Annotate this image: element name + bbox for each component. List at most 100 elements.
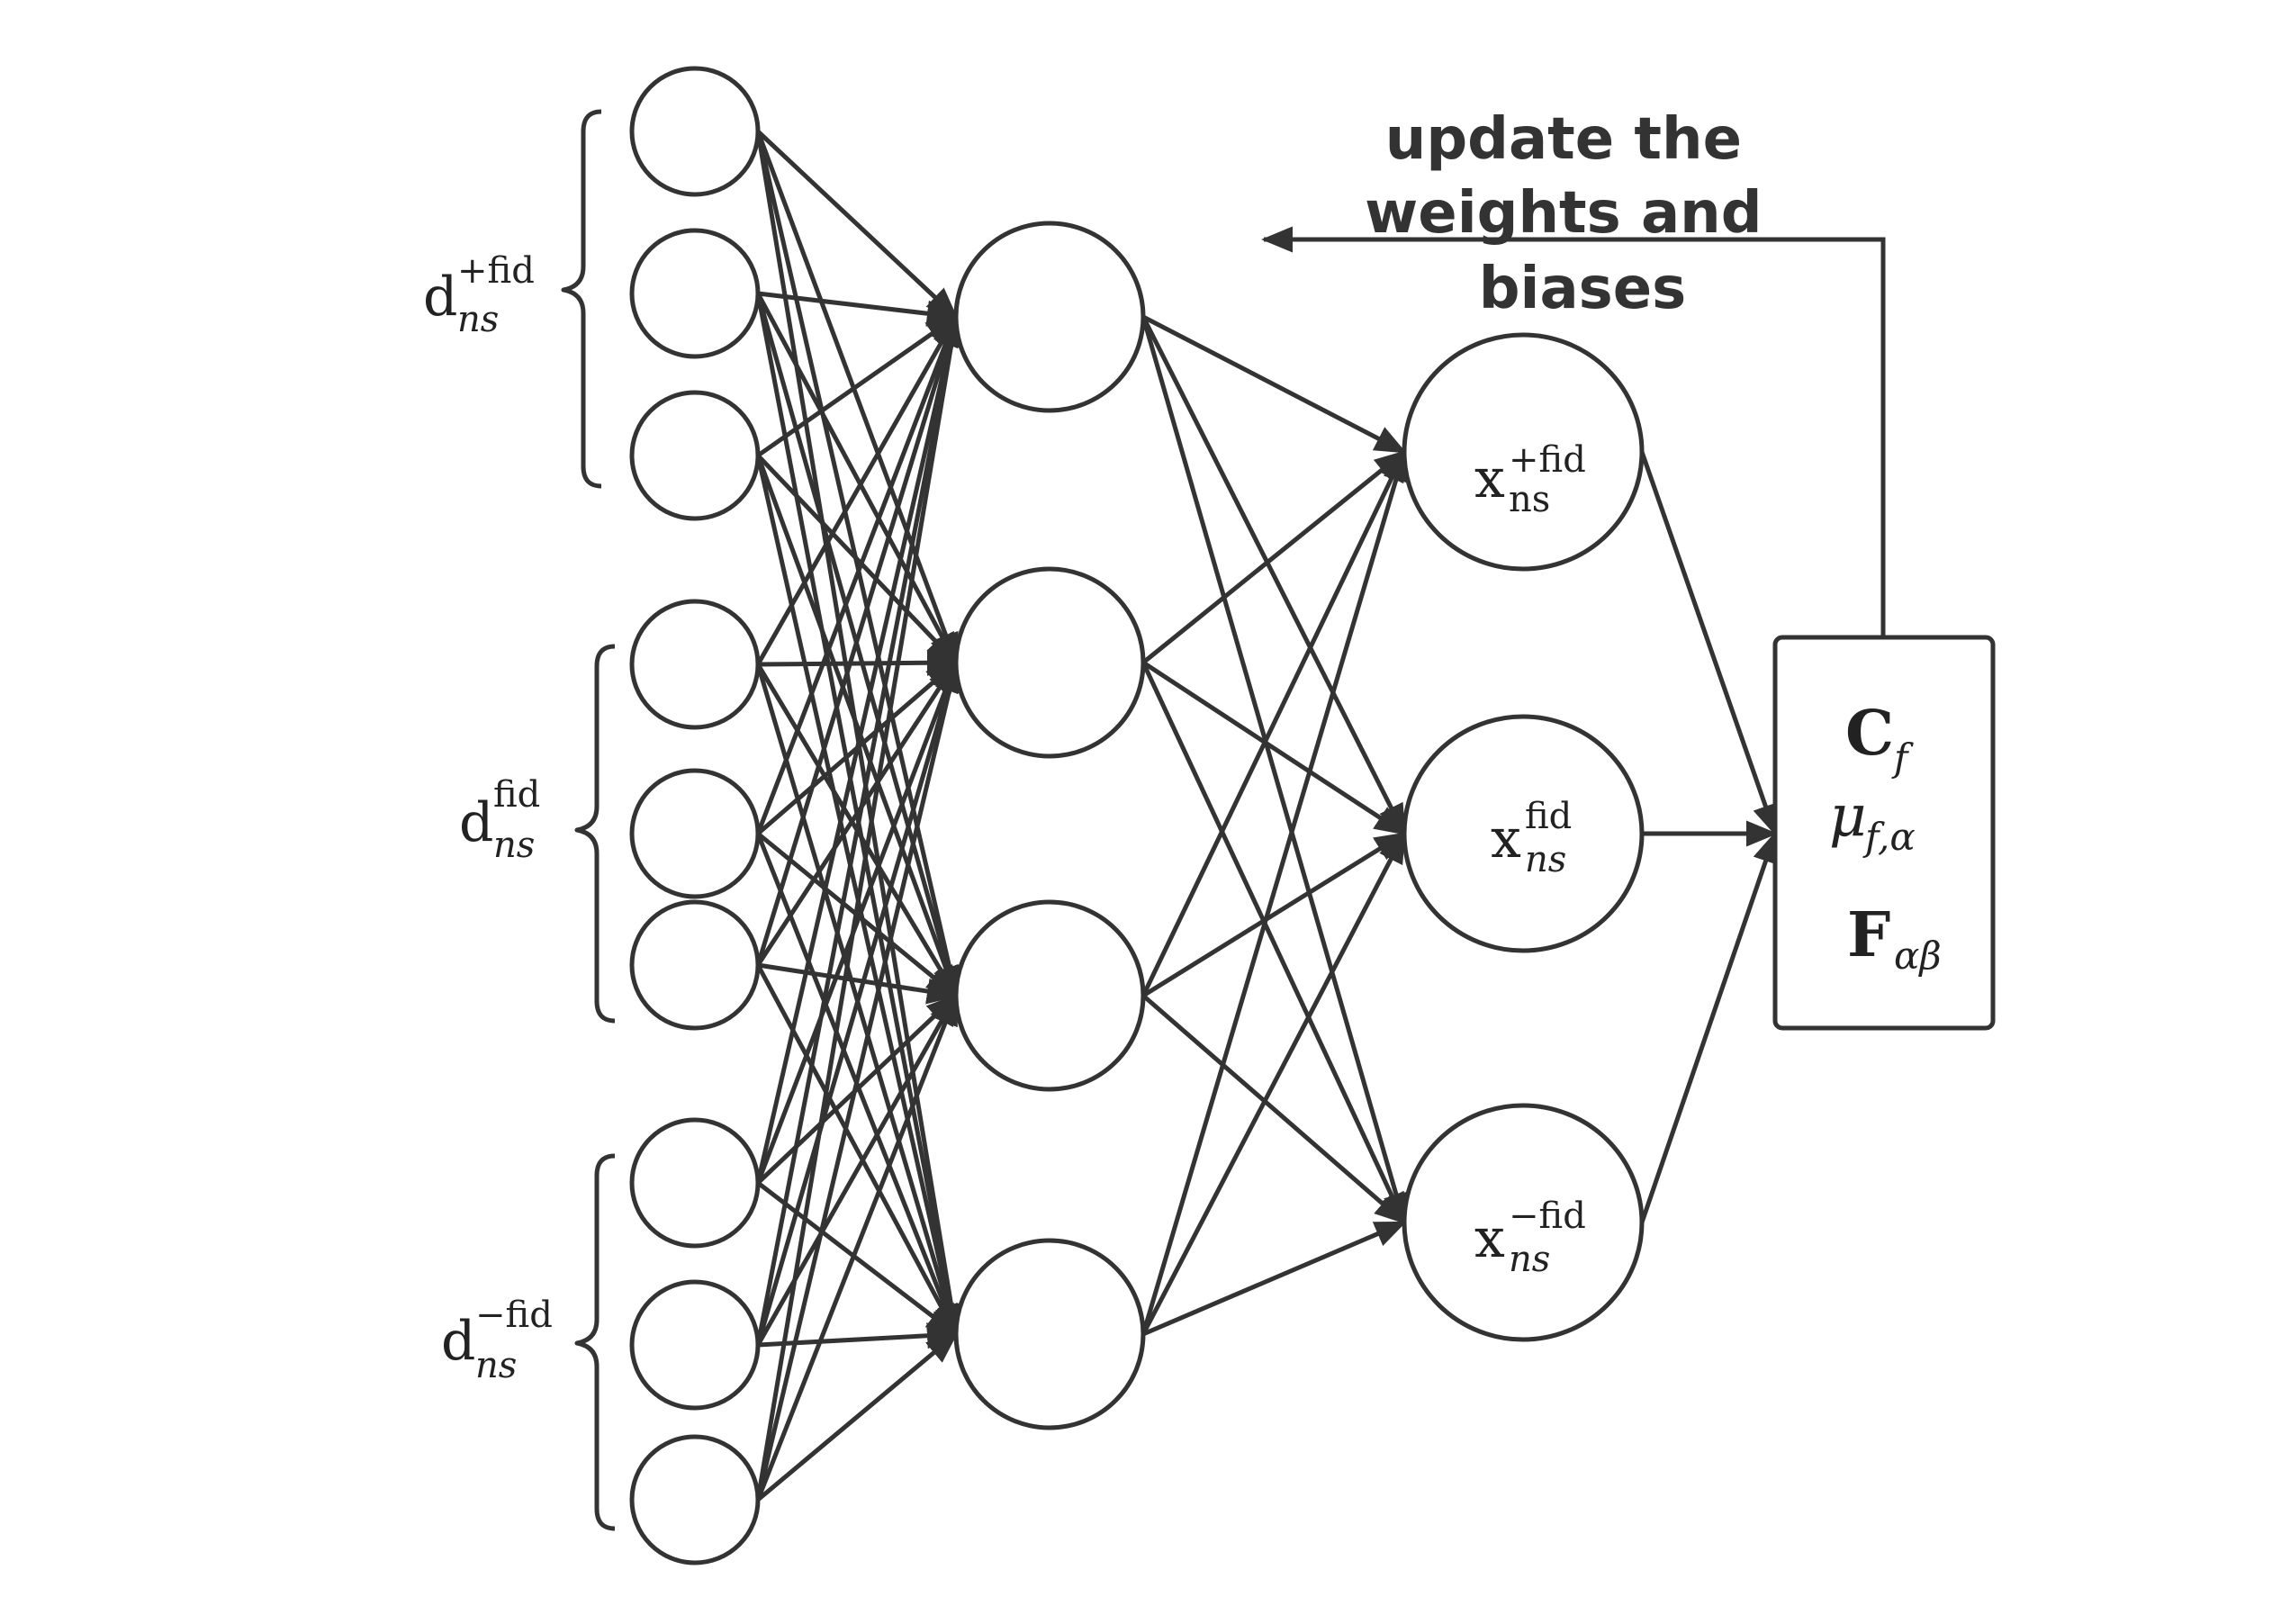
edge-input-1-hidden-1 — [755, 292, 959, 665]
brace-group-fid — [574, 644, 616, 1024]
edge-input-0-hidden-1 — [755, 131, 959, 665]
edge-hidden-1-output-0 — [1141, 450, 1407, 664]
hidden-node-1 — [953, 566, 1146, 759]
input-node-1 — [629, 228, 761, 359]
edge-hidden-2-output-0 — [1141, 449, 1407, 997]
update-label-line2: weights and — [1365, 180, 1762, 247]
input-label-fid: d fid ns — [459, 774, 545, 866]
output-label-fid-sup: fid — [1525, 796, 1572, 837]
edge-input-8-hidden-0 — [755, 314, 965, 1501]
edge-input-3-hidden-0 — [755, 314, 959, 666]
edge-input-2-hidden-2 — [755, 455, 959, 998]
output-label-fid-base: x — [1491, 807, 1521, 871]
hidden-node-2 — [953, 899, 1146, 1092]
result-mu-base: μ — [1829, 783, 1867, 850]
input-node-8 — [629, 1434, 761, 1565]
edge-input-5-hidden-0 — [755, 314, 960, 966]
feedback-arrow — [1261, 226, 1886, 637]
edge-input-5-hidden-3 — [755, 963, 959, 1337]
output-node-1 — [1402, 714, 1645, 953]
output-label-plus-fid-base: x — [1474, 447, 1505, 510]
input-label-fid-sub: ns — [493, 825, 535, 866]
update-label: update the weights and biases — [1365, 106, 1782, 322]
edge-hidden-2-output-1 — [1141, 831, 1407, 998]
input-node-2 — [629, 390, 761, 521]
edge-input-6-hidden-0 — [755, 314, 963, 1184]
edge-output-0-result — [1639, 451, 1779, 836]
input-node-3 — [629, 599, 761, 730]
input-label-minus-fid-sup: −fid — [475, 1295, 553, 1336]
output-label-plus-fid: x +fid ns — [1474, 439, 1591, 520]
edge-input-7-hidden-1 — [755, 660, 961, 1346]
edge-input-7-hidden-0 — [755, 314, 964, 1346]
output-label-minus-fid-sup: −fid — [1509, 1195, 1586, 1237]
result-mu-sub: f,α — [1862, 815, 1916, 859]
edge-input-6-hidden-1 — [755, 660, 959, 1184]
result-f-sub: αβ — [1894, 934, 1942, 978]
edge-input-8-hidden-2 — [755, 993, 959, 1501]
edge-input-7-hidden-3 — [757, 1322, 959, 1349]
edge-hidden-3-output-2 — [1142, 1220, 1407, 1337]
edge-input-0-hidden-3 — [755, 131, 965, 1337]
edge-input-6-hidden-3 — [756, 1181, 959, 1336]
edge-input-4-hidden-0 — [755, 314, 959, 835]
output-label-fid-sub: ns — [1525, 839, 1566, 880]
brace-group-plus-fid — [561, 109, 602, 489]
edge-input-8-hidden-1 — [755, 660, 962, 1501]
result-line-mu: μ f,α — [1829, 783, 1916, 859]
input-node-4 — [629, 768, 761, 899]
input-label-minus-fid-sub: ns — [475, 1345, 517, 1386]
edge-hidden-0-output-1 — [1141, 315, 1407, 836]
input-node-5 — [629, 899, 761, 1031]
input-label-fid-base: d — [459, 791, 493, 854]
result-line-f: F αβ — [1847, 899, 1942, 978]
output-node-2 — [1402, 1103, 1645, 1342]
edge-hidden-2-output-2 — [1141, 994, 1407, 1224]
edge-input-8-hidden-3 — [756, 1332, 959, 1502]
edge-hidden-1-output-1 — [1141, 660, 1407, 836]
edge-input-1-hidden-0 — [757, 291, 959, 327]
input-node-6 — [629, 1117, 761, 1249]
edge-output-2-result — [1639, 831, 1779, 1223]
input-label-plus-fid-sub: ns — [457, 299, 499, 340]
edge-input-0-hidden-2 — [755, 131, 963, 998]
hidden-node-3 — [953, 1238, 1146, 1430]
edge-input-5-hidden-1 — [755, 660, 959, 967]
update-label-line1: update the — [1385, 106, 1742, 173]
result-line-cf: C f — [1845, 698, 1914, 780]
output-label-minus-fid-base: x — [1474, 1207, 1505, 1270]
input-label-minus-fid-base: d — [441, 1310, 475, 1373]
input-node-7 — [629, 1279, 761, 1411]
input-label-fid-sup: fid — [493, 774, 540, 816]
output-label-plus-fid-sub: ns — [1509, 479, 1550, 520]
nodes-layer — [629, 66, 1645, 1565]
update-label-line3: biases — [1479, 256, 1687, 322]
output-label-plus-fid-sup: +fid — [1509, 439, 1586, 481]
edge-input-2-hidden-0 — [756, 314, 959, 458]
output-label-fid: x fid ns — [1491, 796, 1576, 880]
output-label-minus-fid: x −fid ns — [1474, 1195, 1591, 1280]
input-node-0 — [629, 66, 761, 197]
output-label-minus-fid-sub: ns — [1509, 1239, 1550, 1280]
edge-input-5-hidden-2 — [757, 962, 959, 1005]
input-label-plus-fid-base: d — [423, 266, 457, 329]
output-node-0 — [1402, 332, 1645, 572]
input-label-minus-fid: d −fid ns — [441, 1295, 557, 1386]
edge-input-0-hidden-0 — [756, 130, 959, 319]
edge-input-3-hidden-1 — [757, 649, 959, 676]
edge-hidden-0-output-2 — [1141, 316, 1410, 1225]
input-label-plus-fid: d +fid ns — [423, 250, 539, 340]
edge-input-7-hidden-2 — [755, 993, 959, 1347]
edge-hidden-3-output-0 — [1141, 449, 1409, 1335]
edge-hidden-3-output-1 — [1141, 831, 1407, 1336]
edges-layer — [755, 130, 1779, 1502]
result-cf-base: C — [1845, 698, 1894, 770]
hidden-node-0 — [953, 221, 1146, 413]
input-label-plus-fid-sup: +fid — [457, 250, 535, 292]
edge-hidden-0-output-0 — [1141, 314, 1407, 455]
edge-input-2-hidden-1 — [756, 454, 959, 665]
brace-group-minus-fid — [574, 1153, 616, 1531]
edge-hidden-1-output-2 — [1141, 661, 1407, 1225]
result-f-base: F — [1847, 899, 1890, 971]
